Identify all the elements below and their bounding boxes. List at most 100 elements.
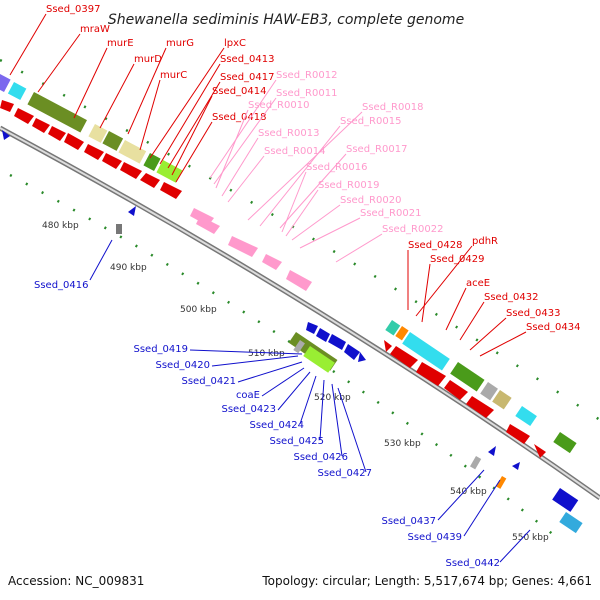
label-leader-line bbox=[227, 155, 265, 203]
map-title: Shewanella sediminis HAW-EB3, complete g… bbox=[108, 12, 464, 28]
gene-label: Ssed_0413 bbox=[220, 54, 275, 65]
topology-text: Topology: circular; Length: 5,517,674 bp… bbox=[262, 574, 592, 588]
tick-label: 510 kbp bbox=[248, 349, 285, 359]
label-leader-line bbox=[285, 189, 319, 237]
gene-label: Ssed_0424 bbox=[249, 420, 304, 431]
gene-label: lpxC bbox=[224, 38, 246, 49]
label-leader-line bbox=[479, 331, 527, 357]
label-leader-line bbox=[189, 349, 303, 355]
label-leader-line bbox=[127, 47, 167, 135]
gene-label: Ssed_0426 bbox=[293, 452, 348, 463]
red-genes-right bbox=[384, 340, 546, 458]
gene-label: Ssed_R0011 bbox=[276, 88, 337, 99]
label-leader-line bbox=[499, 529, 531, 563]
gene-label: Ssed_0417 bbox=[220, 72, 275, 83]
gene-label: murG bbox=[166, 38, 194, 49]
label-leader-line bbox=[279, 153, 347, 229]
gene-label: Ssed_R0018 bbox=[362, 102, 423, 113]
gene-label: Ssed_0421 bbox=[181, 376, 236, 387]
gene-label: Ssed_R0015 bbox=[340, 116, 401, 127]
tick-label: 530 kbp bbox=[384, 439, 421, 449]
gene-label: Ssed_R0014 bbox=[264, 146, 325, 157]
label-leader-line bbox=[237, 361, 303, 383]
gene-label: Ssed_0418 bbox=[212, 112, 267, 123]
label-leader-line bbox=[421, 263, 431, 323]
gene-label: Ssed_0432 bbox=[484, 292, 539, 303]
backbone-highlight bbox=[0, 127, 600, 499]
blue-genes-left bbox=[2, 130, 136, 234]
accession-text: Accession: NC_009831 bbox=[8, 574, 145, 588]
gene-label: Ssed_R0013 bbox=[258, 128, 319, 139]
cluster-530 bbox=[385, 320, 583, 534]
label-leader-line bbox=[277, 371, 311, 411]
gene-label: Ssed_R0017 bbox=[346, 144, 407, 155]
label-leader-line bbox=[9, 13, 47, 76]
label-leader-line bbox=[37, 33, 81, 93]
red-genes-left bbox=[0, 100, 182, 199]
gene-label: Ssed_0439 bbox=[407, 532, 462, 543]
label-leader-line bbox=[319, 379, 325, 441]
gene-label: Ssed_0437 bbox=[381, 516, 436, 527]
tick-label: 550 kbp bbox=[512, 533, 549, 543]
label-leader-line bbox=[463, 479, 501, 537]
gene-label: murD bbox=[134, 54, 162, 65]
gene-label: aceE bbox=[466, 278, 490, 289]
label-leader-line bbox=[171, 95, 213, 176]
gene-label: Ssed_R0021 bbox=[360, 208, 421, 219]
tick-label: 480 kbp bbox=[42, 221, 79, 231]
gene-label: Ssed_R0016 bbox=[306, 162, 367, 173]
label-leader-line bbox=[331, 383, 343, 457]
label-leader-line bbox=[281, 171, 307, 233]
label-leader-line bbox=[211, 355, 299, 367]
label-leader-line bbox=[335, 233, 383, 263]
label-leader-line bbox=[215, 109, 249, 189]
gene-label: Ssed_0425 bbox=[269, 436, 324, 447]
tick-label: 490 kbp bbox=[110, 263, 147, 273]
cluster-510 bbox=[288, 322, 360, 373]
outer-track bbox=[0, 58, 600, 422]
label-leader-line bbox=[437, 469, 485, 521]
gene-label: Ssed_R0010 bbox=[248, 100, 309, 111]
label-leader-line bbox=[337, 387, 367, 473]
gene-label: pdhR bbox=[472, 236, 498, 247]
gene-label: Ssed_R0022 bbox=[382, 224, 443, 235]
gene-label: Ssed_0420 bbox=[155, 360, 210, 371]
tick-label: 500 kbp bbox=[180, 305, 217, 315]
gene-label: Ssed_R0019 bbox=[318, 180, 379, 191]
gene-label: Ssed_0429 bbox=[430, 254, 485, 265]
gene-label: coaE bbox=[236, 390, 260, 401]
label-leader-line bbox=[175, 121, 213, 183]
gene-label: Ssed_0397 bbox=[46, 4, 101, 15]
gene-label: murC bbox=[160, 70, 187, 81]
gene-label: Ssed_0442 bbox=[445, 558, 500, 569]
label-leader-line bbox=[459, 301, 485, 341]
label-leader-line bbox=[99, 63, 135, 129]
gene-label: Ssed_0414 bbox=[212, 86, 267, 97]
gene-label: Ssed_0423 bbox=[221, 404, 276, 415]
gene-label: murE bbox=[107, 38, 134, 49]
label-leader-line bbox=[445, 287, 467, 331]
pink-genes bbox=[190, 208, 312, 291]
label-leader-line bbox=[415, 245, 473, 317]
label-leader-line bbox=[291, 204, 341, 241]
label-leader-line bbox=[247, 111, 363, 221]
label-leader-line bbox=[159, 63, 221, 165]
gene-label: Ssed_0427 bbox=[317, 468, 372, 479]
label-leader-line bbox=[209, 79, 277, 179]
tick-label: 540 kbp bbox=[450, 487, 487, 497]
label-leader-line bbox=[73, 47, 108, 119]
gene-label: Ssed_R0012 bbox=[276, 70, 337, 81]
label-leader-line bbox=[261, 367, 305, 397]
label-leader-line bbox=[469, 317, 507, 351]
label-leader-line bbox=[259, 125, 341, 227]
label-leader-line bbox=[299, 217, 361, 249]
label-leader-line bbox=[139, 79, 161, 151]
gene-label: mraW bbox=[80, 24, 110, 35]
label-leader-line bbox=[89, 239, 113, 281]
gene-label: Ssed_R0020 bbox=[340, 195, 401, 206]
label-leader-line bbox=[299, 375, 317, 425]
label-leader-line bbox=[213, 97, 277, 185]
